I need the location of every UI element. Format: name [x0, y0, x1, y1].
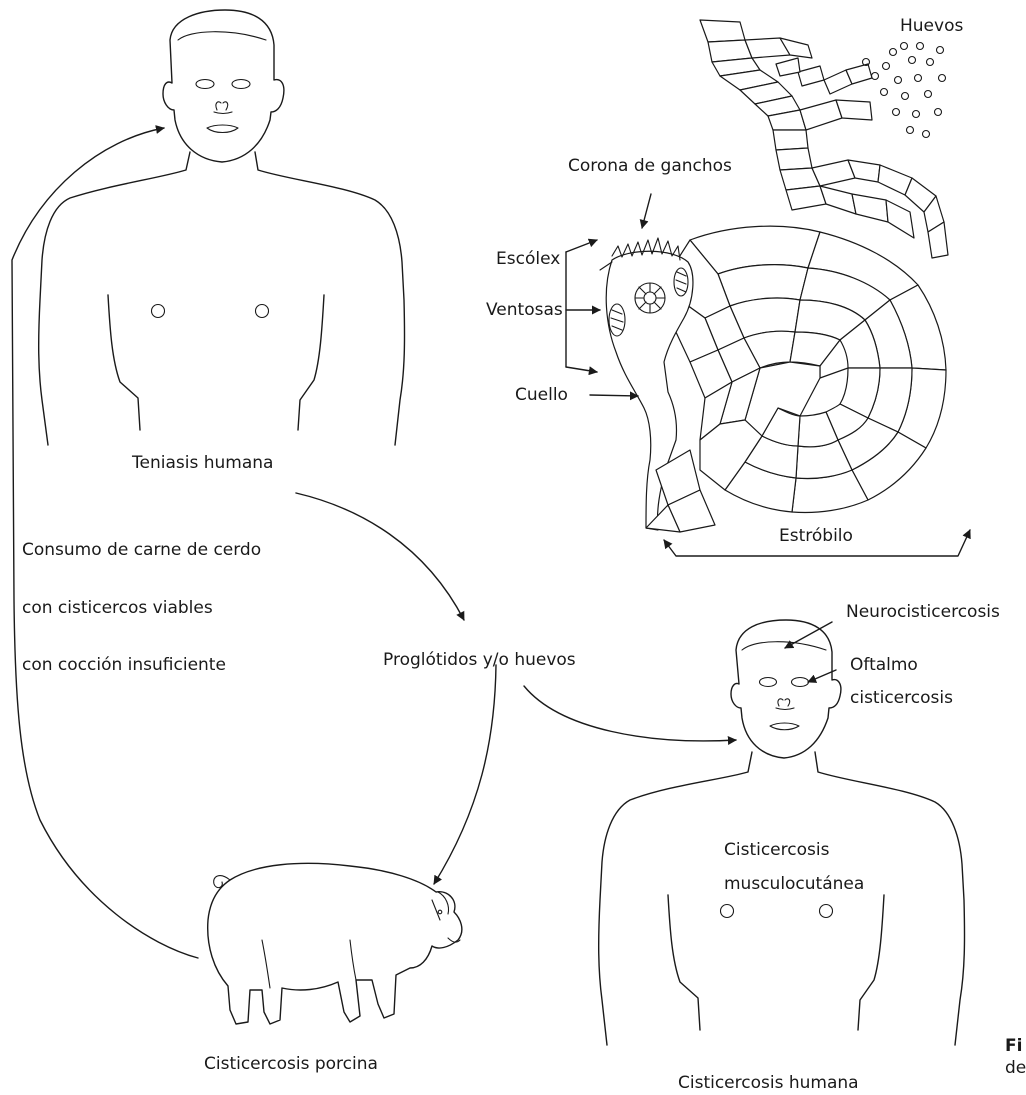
- arrow-teniasis-to-proglotidos: [296, 493, 464, 620]
- arrow-proglotidos-to-pig: [434, 665, 496, 884]
- label-oftalmo: Oftalmo: [850, 655, 918, 675]
- human-figure-teniasis: [39, 10, 405, 445]
- tapeworm-illustration: [600, 20, 948, 532]
- label-corona-de-ganchos: Corona de ganchos: [568, 156, 732, 176]
- human-figure-cisticercosis: [599, 620, 965, 1045]
- label-proglotidos: Proglótidos y/o huevos: [383, 650, 576, 670]
- label-consumo-line-1: Consumo de carne de cerdo: [22, 540, 261, 560]
- label-ventosas: Ventosas: [486, 300, 563, 320]
- label-estrobilo: Estróbilo: [779, 526, 853, 546]
- label-cisticercosis-humana: Cisticercosis humana: [678, 1073, 859, 1093]
- label-cisticercosis: Cisticercosis: [724, 840, 830, 860]
- arrow-proglotidos-to-human: [524, 686, 736, 741]
- label-consumo-line-3: con cocción insuficiente: [22, 655, 226, 675]
- label-cuello: Cuello: [515, 385, 568, 405]
- label-musculocutanea: musculocutánea: [724, 874, 864, 894]
- eggs-cluster: [863, 43, 946, 138]
- figure-caption-fragment-2: de: [1005, 1058, 1026, 1078]
- label-neurocisticercosis: Neurocisticercosis: [846, 602, 1000, 622]
- label-consumo-line-2: con cisticercos viables: [22, 598, 213, 618]
- label-huevos: Huevos: [900, 16, 963, 36]
- label-oftalmo-cisticercosis: cisticercosis: [850, 688, 953, 708]
- label-escolex: Escólex: [496, 249, 560, 269]
- label-cisticercosis-porcina: Cisticercosis porcina: [204, 1054, 378, 1074]
- figure-caption-fragment-1: Fi: [1005, 1036, 1022, 1056]
- label-teniasis-humana: Teniasis humana: [131, 453, 273, 473]
- pig-figure: [208, 863, 462, 1024]
